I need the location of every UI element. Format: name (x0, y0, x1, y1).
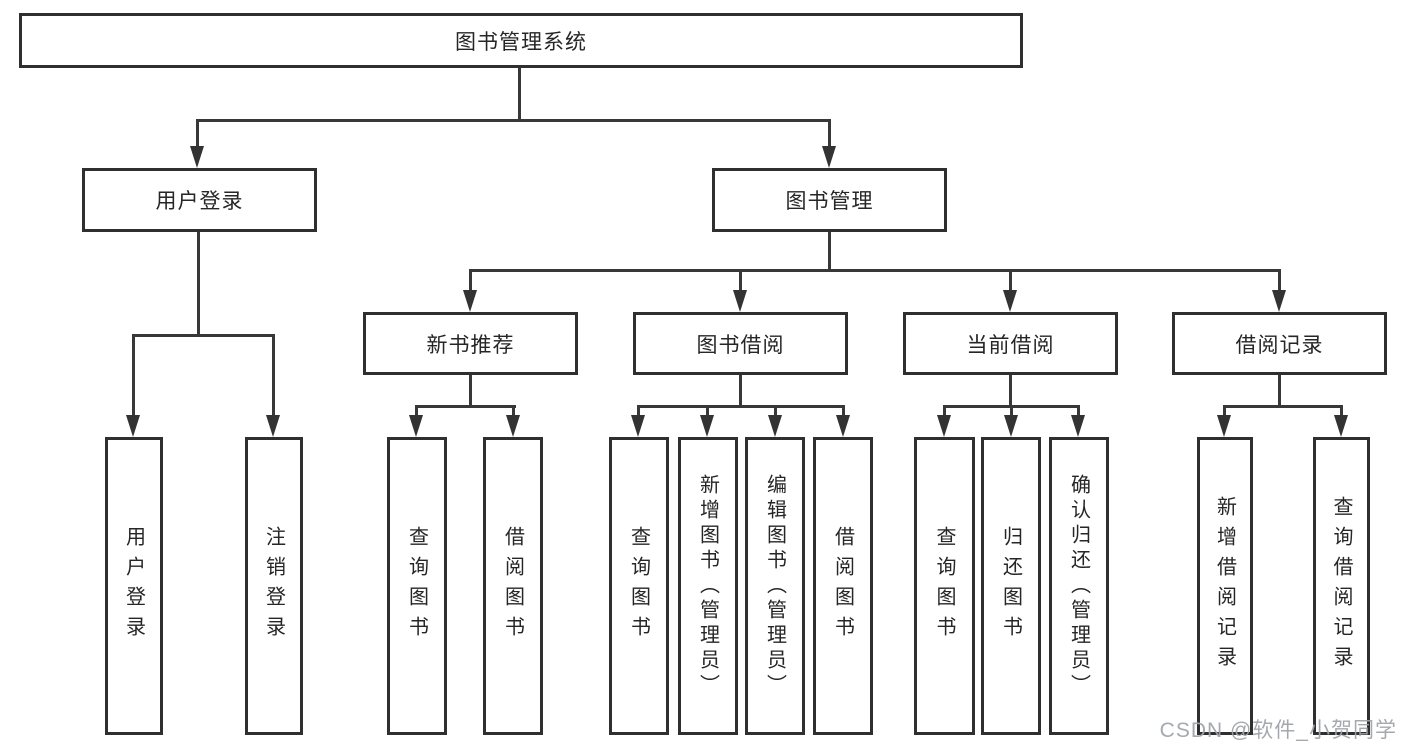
node-add-book-admin-label: 新增图书（管理员） (696, 473, 719, 699)
node-query-books-borrow-label: 查询图书 (627, 526, 650, 646)
connector-drop-query-recommend (415, 405, 418, 417)
arrowhead-book-borrow (733, 290, 747, 312)
arrowhead-user-login (190, 146, 204, 168)
node-edit-book-admin: 编辑图书（管理员） (745, 437, 805, 735)
arrowhead-add-record (1217, 415, 1231, 437)
connector-drop-borrow-records (1278, 269, 1281, 291)
node-new-book-recommend: 新书推荐 (363, 312, 578, 375)
connector-drop-borrow-recommend (512, 405, 515, 417)
node-return-books-label: 归还图书 (999, 526, 1022, 646)
node-user-login-leaf: 用户登录 (105, 437, 163, 735)
node-current-borrow: 当前借阅 (903, 312, 1118, 375)
arrowhead-query-current (937, 415, 951, 437)
arrowhead-query-borrow (631, 415, 645, 437)
node-user-login-label: 用户登录 (155, 190, 244, 213)
node-logout-leaf-label: 注销登录 (262, 526, 285, 646)
node-query-books-recommend-label: 查询图书 (405, 526, 428, 646)
arrowhead-logout-leaf (266, 415, 280, 437)
arrowhead-add-book (700, 415, 714, 437)
node-add-book-admin: 新增图书（管理员） (678, 437, 738, 735)
node-query-books-current-label: 查询图书 (933, 526, 955, 646)
node-borrow-books-leaf: 借阅图书 (813, 437, 873, 735)
arrowhead-query-recommend (409, 415, 423, 437)
arrowhead-return-books (1004, 415, 1018, 437)
connector-drop-borrow-leaf (842, 405, 845, 417)
node-user-login: 用户登录 (82, 168, 317, 232)
connector-borrow-records-bar (1224, 405, 1342, 408)
node-edit-book-admin-label: 编辑图书（管理员） (763, 473, 786, 699)
connector-book-management-bar (469, 269, 1281, 272)
node-confirm-return-admin: 确认归还（管理员） (1049, 437, 1109, 735)
node-borrow-records: 借阅记录 (1172, 312, 1387, 375)
node-user-login-leaf-label: 用户登录 (122, 526, 145, 646)
node-book-management: 图书管理 (712, 168, 947, 232)
node-return-books: 归还图书 (981, 437, 1041, 735)
connector-root-bar (197, 119, 831, 122)
connector-drop-query-current (943, 405, 946, 417)
node-logout-leaf: 注销登录 (245, 437, 303, 735)
node-book-management-label: 图书管理 (785, 190, 874, 213)
node-query-borrow-record: 查询借阅记录 (1313, 437, 1370, 735)
connector-book-borrow-stem (739, 375, 742, 408)
node-add-borrow-record-label: 新增借阅记录 (1213, 496, 1236, 676)
connector-drop-book-borrow (739, 269, 742, 291)
connector-drop-user-login (196, 119, 199, 148)
arrowhead-confirm-return (1071, 415, 1085, 437)
node-current-borrow-label: 当前借阅 (966, 333, 1055, 357)
node-borrow-books-recommend-label: 借阅图书 (501, 526, 524, 646)
arrowhead-query-record (1334, 415, 1348, 437)
node-borrow-records-label: 借阅记录 (1235, 333, 1324, 357)
connector-root-stem (518, 68, 521, 121)
arrowhead-borrow-leaf (836, 415, 850, 437)
node-book-borrow-label: 图书借阅 (696, 333, 785, 357)
node-add-borrow-record: 新增借阅记录 (1197, 437, 1253, 735)
node-borrow-books-leaf-label: 借阅图书 (831, 526, 854, 646)
node-query-books-borrow: 查询图书 (609, 437, 669, 735)
connector-new-book-bar (416, 405, 516, 408)
arrowhead-edit-book (768, 415, 782, 437)
connector-drop-user-login-leaf (132, 334, 135, 416)
node-query-books-recommend: 查询图书 (387, 437, 447, 735)
arrowhead-current-borrow (1003, 290, 1017, 312)
connector-drop-edit-book (774, 405, 777, 417)
connector-user-login-stem (197, 232, 200, 336)
connector-drop-logout-leaf (272, 334, 275, 416)
connector-drop-add-record (1223, 405, 1226, 417)
connector-user-login-bar (134, 334, 274, 337)
connector-book-borrow-bar (638, 405, 844, 408)
connector-drop-return-books (1010, 405, 1013, 417)
node-confirm-return-admin-label: 确认归还（管理员） (1067, 473, 1090, 699)
arrowhead-borrow-records (1272, 290, 1286, 312)
node-query-borrow-record-label: 查询借阅记录 (1330, 496, 1352, 676)
node-library-system: 图书管理系统 (19, 13, 1023, 68)
arrowhead-book-management (822, 146, 836, 168)
connector-book-management-stem (828, 232, 831, 272)
node-library-system-label: 图书管理系统 (455, 30, 587, 54)
connector-drop-new-book (469, 269, 472, 291)
connector-new-book-stem (469, 375, 472, 408)
watermark: CSDN @软件_小贺同学 (1159, 719, 1397, 742)
node-query-books-current: 查询图书 (914, 437, 975, 735)
connector-drop-add-book (706, 405, 709, 417)
node-borrow-books-recommend: 借阅图书 (483, 437, 543, 735)
arrowhead-new-book (463, 290, 477, 312)
connector-drop-book-management (828, 119, 831, 148)
connector-drop-confirm-return (1077, 405, 1080, 417)
arrowhead-borrow-recommend (506, 415, 520, 437)
connector-drop-query-borrow (637, 405, 640, 417)
connector-drop-query-record (1340, 405, 1343, 417)
node-book-borrow: 图书借阅 (633, 312, 848, 375)
connector-drop-current-borrow (1009, 269, 1012, 291)
arrowhead-user-login-leaf (126, 415, 140, 437)
connector-current-borrow-stem (1009, 375, 1012, 408)
connector-borrow-records-stem (1278, 375, 1281, 408)
node-new-book-recommend-label: 新书推荐 (426, 333, 515, 357)
